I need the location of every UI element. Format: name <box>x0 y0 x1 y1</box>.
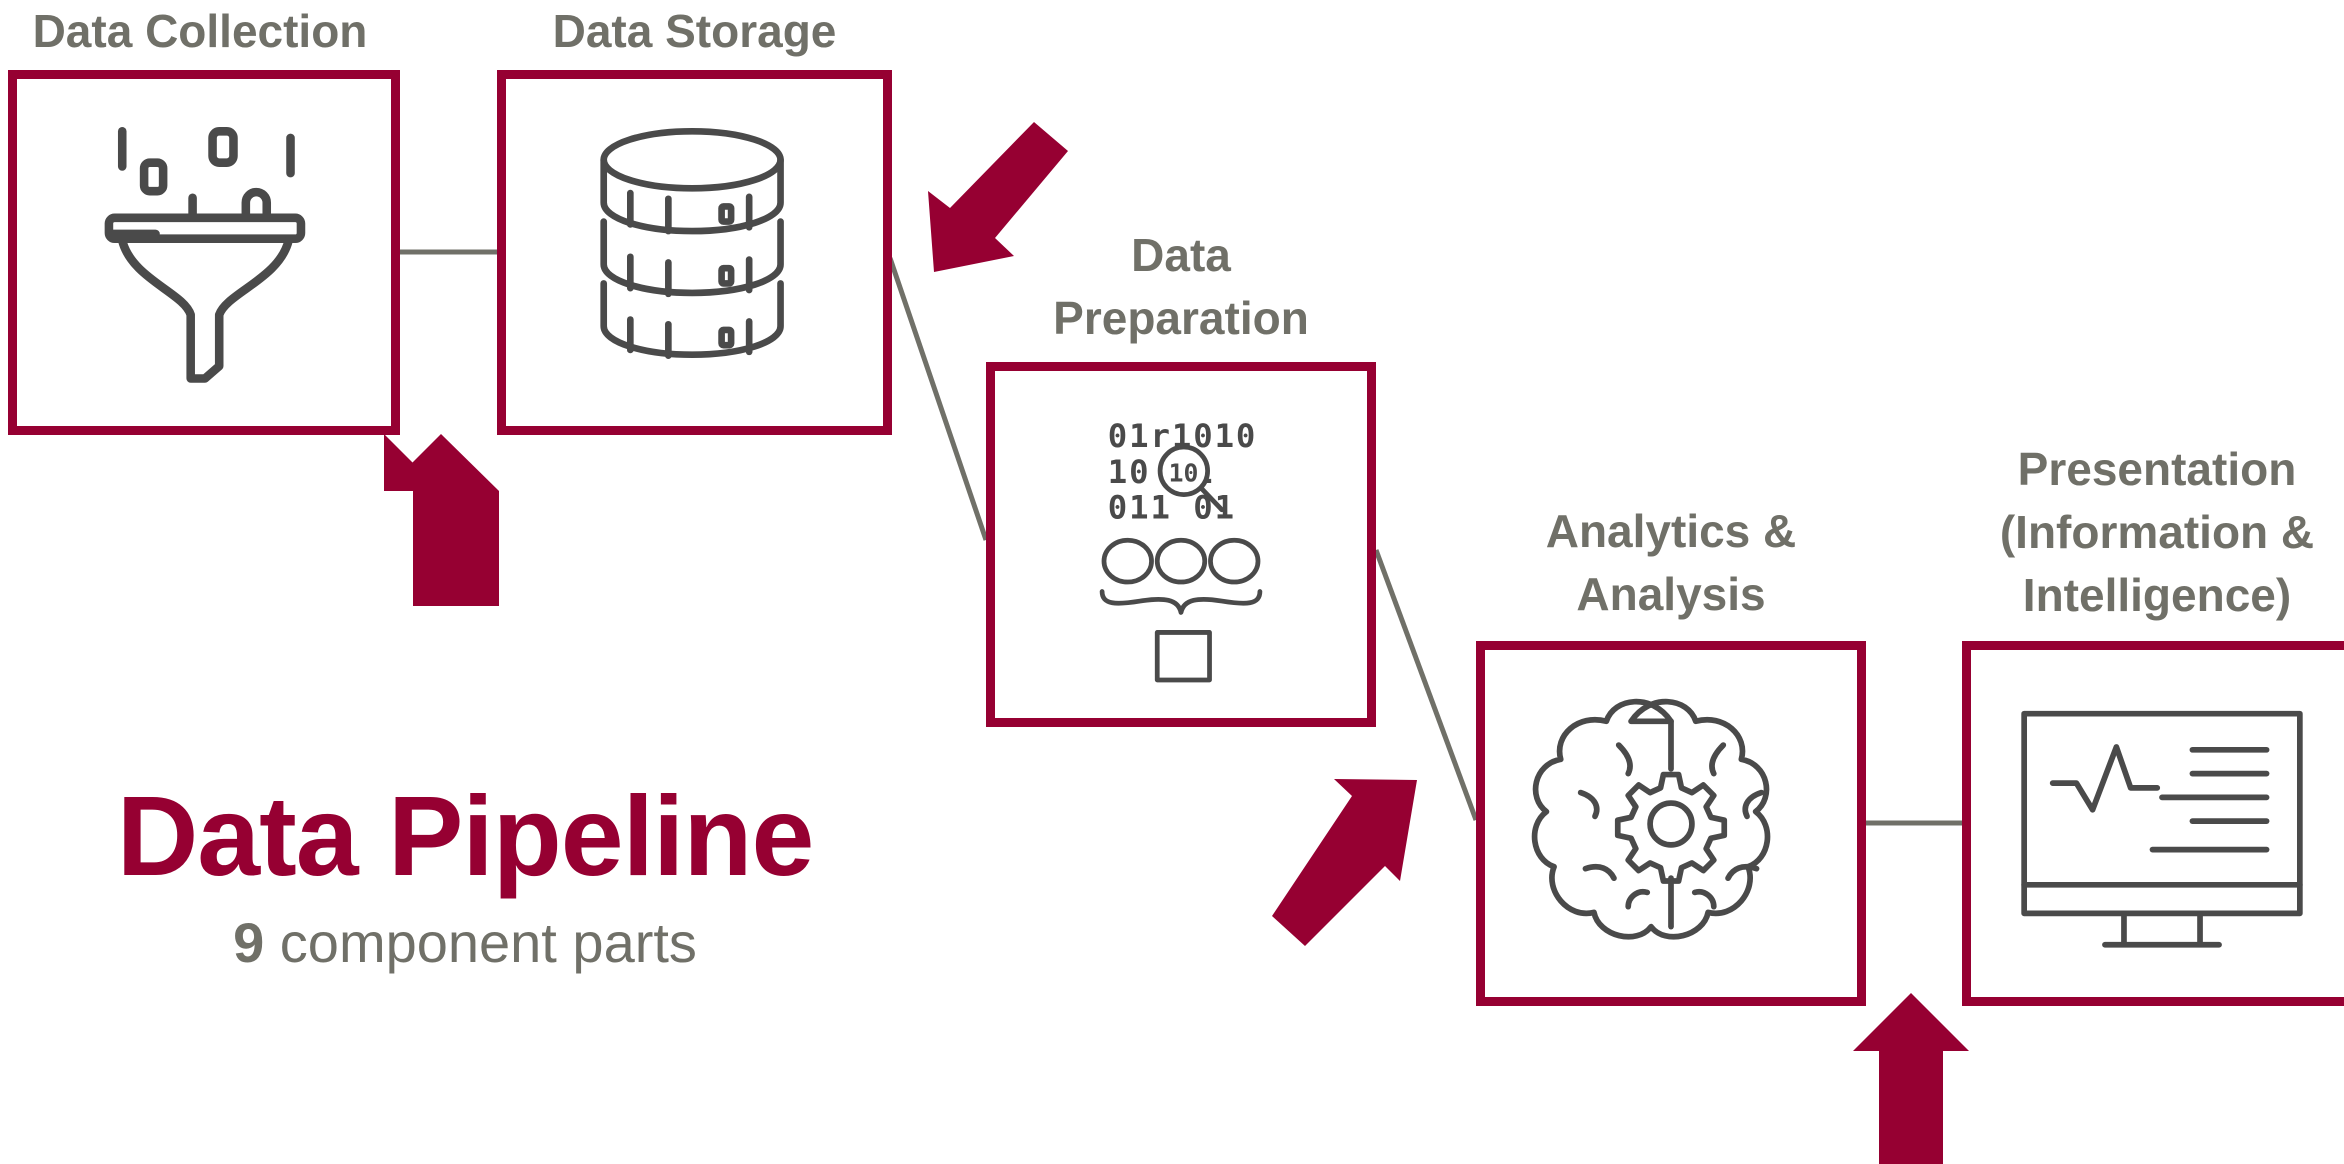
binary-search-icon: 01r1010 10 01 011 01 10 <box>1099 417 1263 683</box>
stage-box-data-collection <box>8 70 400 435</box>
stage-box-presentation <box>1962 641 2344 1006</box>
diagram-title: Data Pipeline <box>116 773 815 899</box>
stage-label-data-storage: Data Storage <box>552 5 837 57</box>
diagram-subtitle: 9 component parts <box>90 908 840 978</box>
svg-text:011 01: 011 01 <box>1108 488 1236 526</box>
stage-box-data-storage <box>497 70 892 435</box>
funnel-icon <box>104 127 306 383</box>
stage-label-data-collection: Data Collection <box>32 5 368 57</box>
monitor-chart-icon <box>2021 710 2303 948</box>
connector-storage-preparation <box>887 257 989 541</box>
arrow-up-storage-head <box>384 434 499 491</box>
stage-label-data-preparation: Data Preparation <box>1053 229 1309 344</box>
stage-label-analytics-analysis: Analytics & Analysis <box>1545 505 1797 620</box>
connector-preparation-analytics <box>1373 549 1479 821</box>
arrow-down-left-preparation <box>928 122 1068 272</box>
svg-text:10: 10 <box>1169 458 1199 487</box>
arrow-up-presentation <box>1853 993 1969 1164</box>
component-count: 9 <box>233 911 265 974</box>
database-icon <box>600 127 784 359</box>
stage-label-presentation: Presentation (Information & Intelligence… <box>1999 443 2315 621</box>
stage-box-data-preparation: 01r1010 10 01 011 01 10 <box>986 362 1376 727</box>
stage-box-analytics-analysis <box>1476 641 1866 1006</box>
arrow-up-right-analytics <box>1272 779 1417 946</box>
component-count-label: component parts <box>264 911 697 974</box>
brain-gear-icon <box>1531 698 1771 940</box>
